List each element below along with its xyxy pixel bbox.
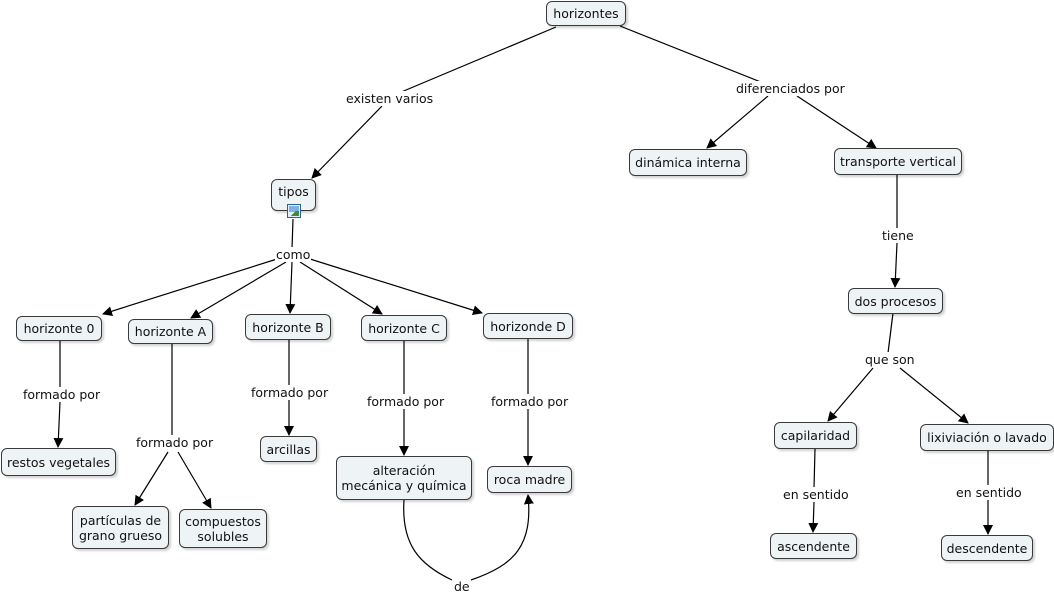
edge-como-hc — [299, 261, 383, 315]
concept-horizonde-d[interactable]: horizonde D — [483, 313, 573, 339]
concept-compuestos[interactable]: compuestos solubles — [179, 509, 267, 548]
edge-horizontes-existen — [386, 26, 557, 99]
concept-horizontes[interactable]: horizontes — [546, 1, 626, 26]
edge-queson-lixiviacion — [899, 367, 969, 424]
edge-alteracion-de — [403, 499, 453, 581]
link-de[interactable]: de — [453, 579, 471, 594]
edge-de-roca — [470, 494, 534, 581]
concept-lixiviacion[interactable]: lixiviación o lavado — [920, 424, 1054, 451]
edge-como-h0 — [102, 258, 278, 317]
concept-dos-procesos[interactable]: dos procesos — [848, 288, 943, 314]
edge-queson-capilaridad — [827, 367, 874, 422]
edge-dos-queson — [887, 312, 894, 354]
edge-existen-tipos — [311, 105, 383, 179]
edge-tipos-como — [291, 218, 294, 250]
concept-horizonte-0[interactable]: horizonte 0 — [16, 316, 102, 341]
edge-diferenciados-transporte — [796, 95, 877, 149]
edge-formado-compuestos — [177, 451, 212, 509]
link-formado-por-a[interactable]: formado por — [135, 435, 215, 450]
edge-diferenciados-dinamica — [706, 95, 769, 149]
link-formado-por-b[interactable]: formado por — [250, 385, 330, 400]
concept-arcillas[interactable]: arcillas — [260, 436, 317, 462]
edge-horizontes-diferenciados — [619, 25, 777, 89]
link-existen-varios[interactable]: existen varios — [345, 91, 435, 106]
concept-horizonte-a[interactable]: horizonte A — [128, 319, 213, 344]
image-icon[interactable] — [287, 204, 301, 218]
link-formado-por-d[interactable]: formado por — [490, 394, 570, 409]
concept-capilaridad[interactable]: capilaridad — [774, 422, 857, 449]
edge-como-hd — [309, 258, 483, 316]
edge-formado-particulas — [134, 451, 169, 506]
edge-como-hb — [285, 261, 296, 314]
concept-horizonte-b[interactable]: horizonte B — [245, 314, 331, 340]
edge-ensentido-ascendente — [808, 501, 819, 533]
link-formado-por-0[interactable]: formado por — [22, 387, 102, 402]
concept-horizonte-c[interactable]: horizonte C — [361, 315, 447, 341]
link-tiene[interactable]: tiene — [881, 228, 915, 243]
edge-tiene-dos — [890, 242, 901, 288]
concept-particulas[interactable]: partículas de grano grueso — [72, 506, 169, 549]
edge-como-ha — [190, 261, 287, 319]
edge-capilaridad-ensentido — [813, 448, 816, 489]
link-formado-por-c[interactable]: formado por — [366, 394, 446, 409]
link-en-sentido-1[interactable]: en sentido — [782, 487, 850, 502]
concept-ascendente[interactable]: ascendente — [770, 533, 857, 559]
concept-restos-vegetales[interactable]: restos vegetales — [1, 448, 116, 476]
link-en-sentido-2[interactable]: en sentido — [955, 485, 1023, 500]
link-que-son[interactable]: que son — [864, 352, 916, 367]
concept-transporte-vertical[interactable]: transporte vertical — [834, 148, 962, 175]
link-como[interactable]: como — [275, 247, 312, 262]
concept-alteracion[interactable]: alteración mecánica y química — [336, 456, 472, 500]
link-diferenciados-por[interactable]: diferenciados por — [735, 81, 846, 96]
concept-roca-madre[interactable]: roca madre — [487, 466, 572, 493]
concept-dinamica-interna[interactable]: dinámica interna — [629, 149, 747, 176]
concept-descendente[interactable]: descendente — [941, 535, 1033, 561]
edge-formado-restos — [53, 401, 64, 448]
